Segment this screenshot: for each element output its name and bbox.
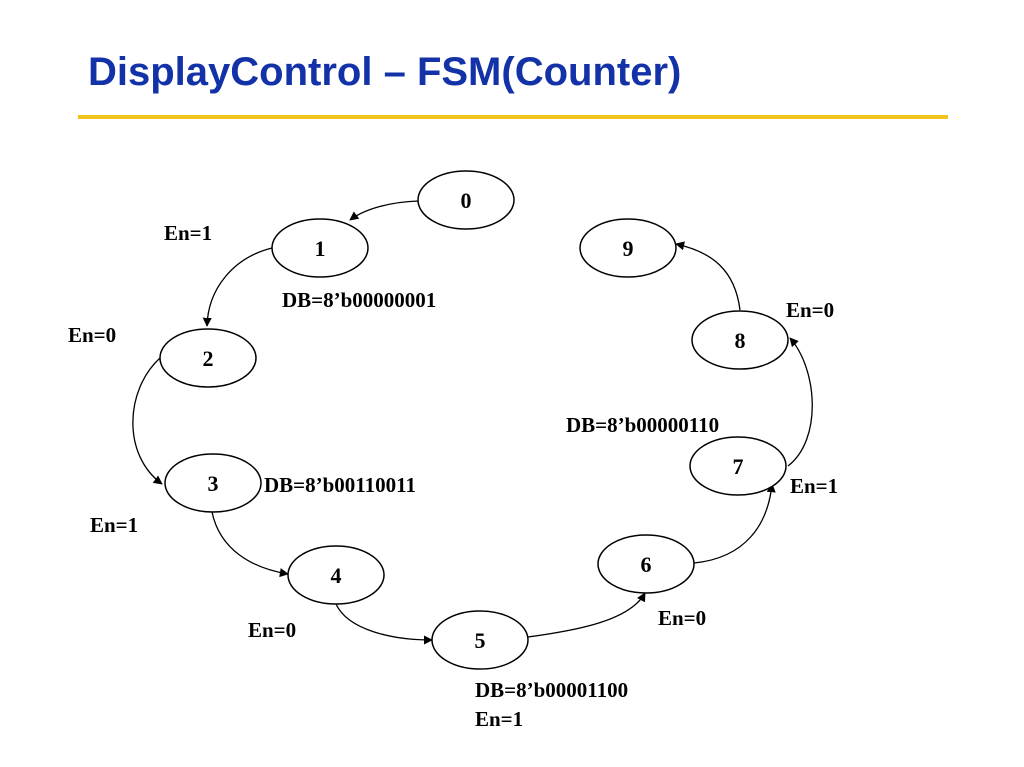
state-1: 1 [271,218,369,278]
output-label-state-3: DB=8’b00110011 [264,473,416,497]
transition-0-to-1 [349,200,419,221]
transition-5-to-6 [527,592,646,638]
state-6: 6 [597,534,695,594]
state-5: 5 [431,610,529,670]
slide-title: DisplayControl – FSM(Counter) [88,50,682,94]
state-9-label: 9 [623,236,634,261]
transition-label-state-1: En=1 [164,221,212,245]
state-8: 8 [691,310,789,370]
transition-label-state-7: En=1 [790,474,838,498]
output-label-state-5: DB=8’b00001100 [475,678,628,702]
transition-label-state-5: En=1 [475,707,523,731]
state-6-label: 6 [641,552,652,577]
state-7: 7 [689,436,787,496]
output-label-state-1: DB=8’b00000001 [282,288,436,312]
output-label-state-7: DB=8’b00000110 [566,413,719,437]
state-0: 0 [417,170,515,230]
state-0-label: 0 [461,188,472,213]
transition-label-state-4: En=0 [248,618,296,642]
transition-label-state-3: En=1 [90,513,138,537]
transition-label-state-2: En=0 [68,323,116,347]
transition-7-to-8 [787,337,813,467]
transition-3-to-4 [211,511,289,578]
transition-2-to-3 [132,357,163,485]
state-1-label: 1 [315,236,326,261]
transition-4-to-5 [335,603,433,645]
title-underline [78,115,948,119]
state-7-label: 7 [733,454,744,479]
transition-label-state-8: En=0 [786,298,834,322]
state-5-label: 5 [475,628,486,653]
transition-6-to-7 [693,483,776,564]
state-3-label: 3 [208,471,219,496]
state-2-label: 2 [203,346,214,371]
state-2: 2 [159,328,257,388]
state-4: 4 [287,545,385,605]
transition-1-to-2 [202,247,273,327]
transition-8-to-9 [675,241,741,311]
state-4-label: 4 [331,563,342,588]
state-3: 3 [164,453,262,513]
transition-label-state-6: En=0 [658,606,706,630]
state-8-label: 8 [735,328,746,353]
state-9: 9 [579,218,677,278]
